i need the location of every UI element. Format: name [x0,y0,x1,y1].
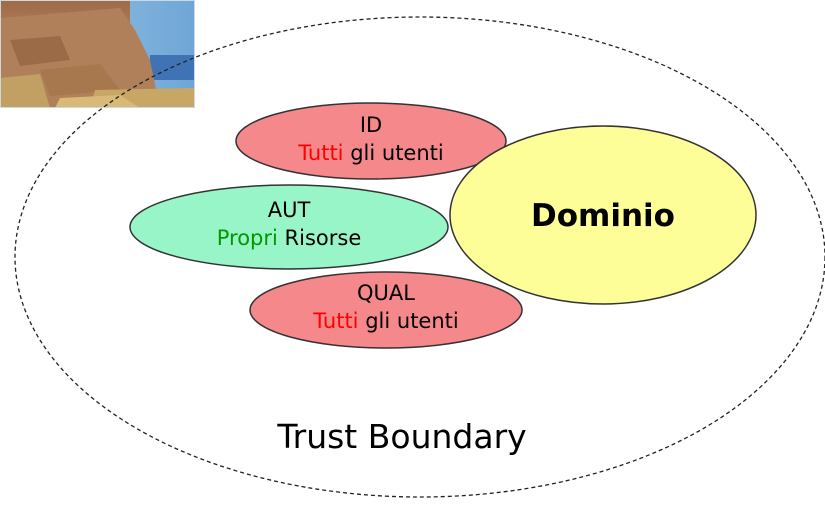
qual-title: QUAL [357,281,415,305]
qual-highlight: Tutti [312,309,358,333]
dominio-node: Dominio [449,125,757,305]
trust-boundary-ellipse [14,16,825,498]
aut-rest: Risorse [278,226,361,250]
aut-oval [129,184,449,270]
trust-boundary-label: Trust Boundary [276,417,526,456]
id-title: ID [360,113,382,137]
id-highlight: Tutti [297,141,343,165]
aut-title: AUT [268,198,311,222]
aut-subtitle: Propri Risorse [217,226,362,250]
id-node: ID Tutti gli utenti [235,102,507,180]
id-oval [235,102,507,180]
dominio-oval [449,125,757,305]
id-subtitle: Tutti gli utenti [297,141,443,165]
qual-rest: gli utenti [359,309,459,333]
id-rest: gli utenti [344,141,444,165]
aut-highlight: Propri [217,226,278,250]
stone-ruin-photo [0,0,195,108]
aut-node: AUT Propri Risorse [129,184,449,270]
qual-oval [249,271,523,349]
qual-subtitle: Tutti gli utenti [312,309,458,333]
dominio-label: Dominio [531,198,675,234]
qual-node: QUAL Tutti gli utenti [249,271,523,349]
